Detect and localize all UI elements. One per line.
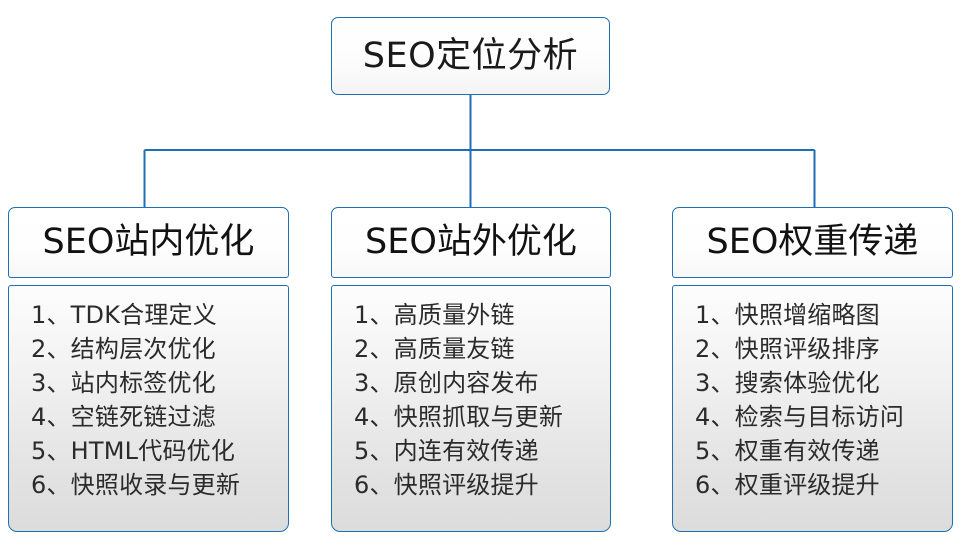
list-item-number: 3、 <box>354 369 394 397</box>
branch-header-1[interactable]: SEO站内优化 <box>8 207 289 278</box>
list-item: 4、快照抓取与更新 <box>354 400 610 434</box>
branch-item-list-2: 1、高质量外链 2、高质量友链 3、原创内容发布 4、快照抓取与更新 5、内连有… <box>332 298 610 502</box>
list-item-number: 2、 <box>695 335 735 363</box>
list-item-text: 快照增缩略图 <box>734 301 880 329</box>
list-item: 1、高质量外链 <box>354 298 610 332</box>
list-item-number: 2、 <box>354 335 394 363</box>
list-item-text: 空链死链过滤 <box>70 403 216 431</box>
branch-body-1: 1、TDK合理定义 2、结构层次优化 3、站内标签优化 4、空链死链过滤 5、H… <box>8 285 289 532</box>
list-item-text: 快照抓取与更新 <box>393 403 564 431</box>
list-item-text: 高质量外链 <box>393 301 515 329</box>
list-item-text: 原创内容发布 <box>393 369 539 397</box>
list-item-number: 1、 <box>695 301 735 329</box>
list-item-number: 5、 <box>695 437 735 465</box>
list-item-text: 权重评级提升 <box>734 471 880 499</box>
list-item: 3、搜索体验优化 <box>695 366 952 400</box>
branch-header-3[interactable]: SEO权重传递 <box>672 207 953 278</box>
list-item-text: 检索与目标访问 <box>734 403 905 431</box>
list-item-text: 快照评级排序 <box>734 335 880 363</box>
list-item-number: 1、 <box>31 301 71 329</box>
list-item-number: 5、 <box>31 437 71 465</box>
root-node-label: SEO定位分析 <box>362 35 579 76</box>
list-item-text: 快照收录与更新 <box>70 471 241 499</box>
list-item: 5、内连有效传递 <box>354 434 610 468</box>
list-item-text: TDK合理定义 <box>70 301 217 329</box>
list-item-number: 5、 <box>354 437 394 465</box>
branch-column-1: SEO站内优化 1、TDK合理定义 2、结构层次优化 3、站内标签优化 4、空链… <box>8 207 289 532</box>
list-item: 2、快照评级排序 <box>695 332 952 366</box>
list-item-text: 内连有效传递 <box>393 437 539 465</box>
branch-header-label-2: SEO站外优化 <box>365 222 577 262</box>
list-item: 2、高质量友链 <box>354 332 610 366</box>
list-item: 1、快照增缩略图 <box>695 298 952 332</box>
root-node[interactable]: SEO定位分析 <box>331 17 610 95</box>
list-item-text: 站内标签优化 <box>70 369 216 397</box>
list-item-text: 高质量友链 <box>393 335 515 363</box>
branch-body-2: 1、高质量外链 2、高质量友链 3、原创内容发布 4、快照抓取与更新 5、内连有… <box>331 285 611 532</box>
list-item: 4、检索与目标访问 <box>695 400 952 434</box>
list-item-number: 2、 <box>31 335 71 363</box>
list-item-text: 搜索体验优化 <box>734 369 880 397</box>
branch-column-2: SEO站外优化 1、高质量外链 2、高质量友链 3、原创内容发布 4、快照抓取与… <box>331 207 611 532</box>
list-item: 6、快照收录与更新 <box>31 468 288 502</box>
list-item-number: 6、 <box>354 471 394 499</box>
list-item-number: 4、 <box>695 403 735 431</box>
list-item: 3、站内标签优化 <box>31 366 288 400</box>
branch-header-label-3: SEO权重传递 <box>706 222 919 262</box>
branch-body-3: 1、快照增缩略图 2、快照评级排序 3、搜索体验优化 4、检索与目标访问 5、权… <box>672 285 953 532</box>
branch-item-list-1: 1、TDK合理定义 2、结构层次优化 3、站内标签优化 4、空链死链过滤 5、H… <box>9 298 288 502</box>
branch-header-2[interactable]: SEO站外优化 <box>331 207 611 278</box>
branch-item-list-3: 1、快照增缩略图 2、快照评级排序 3、搜索体验优化 4、检索与目标访问 5、权… <box>673 298 952 502</box>
list-item: 5、HTML代码优化 <box>31 434 288 468</box>
list-item-text: 权重有效传递 <box>734 437 880 465</box>
list-item: 1、TDK合理定义 <box>31 298 288 332</box>
list-item: 5、权重有效传递 <box>695 434 952 468</box>
list-item-number: 1、 <box>354 301 394 329</box>
list-item: 6、权重评级提升 <box>695 468 952 502</box>
list-item: 2、结构层次优化 <box>31 332 288 366</box>
list-item: 4、空链死链过滤 <box>31 400 288 434</box>
list-item-number: 6、 <box>31 471 71 499</box>
list-item: 3、原创内容发布 <box>354 366 610 400</box>
list-item: 6、快照评级提升 <box>354 468 610 502</box>
list-item-number: 3、 <box>695 369 735 397</box>
branch-header-label-1: SEO站内优化 <box>42 222 255 262</box>
list-item-number: 6、 <box>695 471 735 499</box>
branch-column-3: SEO权重传递 1、快照增缩略图 2、快照评级排序 3、搜索体验优化 4、检索与… <box>672 207 953 532</box>
list-item-number: 3、 <box>31 369 71 397</box>
list-item-text: 结构层次优化 <box>70 335 216 363</box>
list-item-number: 4、 <box>354 403 394 431</box>
list-item-number: 4、 <box>31 403 71 431</box>
list-item-text: 快照评级提升 <box>393 471 539 499</box>
list-item-text: HTML代码优化 <box>70 437 236 465</box>
